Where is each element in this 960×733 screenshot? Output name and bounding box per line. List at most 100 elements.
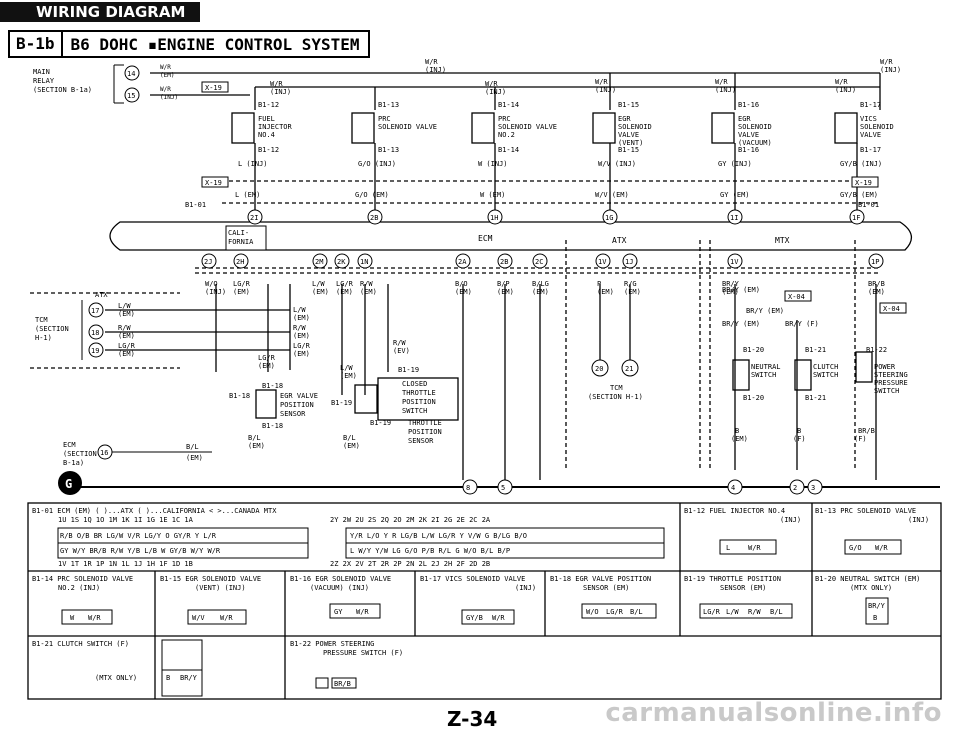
- component-wire: L (INJ): [238, 160, 268, 168]
- ecm-pin-bottom-2K-label: 2K: [337, 258, 346, 266]
- svg-text:5: 5: [501, 484, 505, 492]
- switch-name: SWITCH: [751, 371, 776, 379]
- lower-wire-color: R/W: [293, 324, 306, 332]
- top-wire-note: (INJ): [485, 88, 506, 96]
- component-name: VICS: [860, 115, 877, 123]
- svg-text:W/O: W/O: [586, 608, 599, 616]
- svg-text:8: 8: [466, 484, 470, 492]
- svg-text:BR/Y: BR/Y: [868, 602, 886, 610]
- svg-text:B1-16 EGR SOLENOID VALVE: B1-16 EGR SOLENOID VALVE: [290, 575, 391, 583]
- svg-text:H-1): H-1): [35, 334, 52, 342]
- tcm-pin-18: [88, 324, 104, 340]
- ecm-pin-bottom-1P: [868, 253, 884, 269]
- component-id-bottom: B1-17: [860, 146, 881, 154]
- svg-text:BR/B: BR/B: [334, 680, 351, 688]
- lower-wire-note: (EM): [343, 442, 360, 450]
- connector-b101: B1-01: [185, 201, 206, 209]
- mid-wire-color: B/O: [455, 280, 468, 288]
- ecm-pin-1F-label: 1F: [852, 214, 860, 222]
- component-wire: W (INJ): [478, 160, 508, 168]
- ecm-block: CALI- FORNIA ECM ATX MTX: [225, 225, 790, 251]
- top-wire-color: W/R: [425, 58, 438, 66]
- ecm-pin-bottom-1N-label: 1N: [360, 258, 368, 266]
- svg-text:GY/B: GY/B: [466, 614, 483, 622]
- svg-text:B1-21 CLUTCH SWITCH (F): B1-21 CLUTCH SWITCH (F): [32, 640, 129, 648]
- switch-name: SWITCH: [874, 387, 899, 395]
- svg-text:16: 16: [100, 449, 108, 457]
- mid-wire-note: (EM): [233, 288, 250, 296]
- svg-text:B1-18: B1-18: [262, 382, 283, 390]
- component-name: SOLENOID: [738, 123, 772, 131]
- svg-text:G/O: G/O: [849, 544, 862, 552]
- lower-wire-color: B/L: [248, 434, 261, 442]
- lower-wire-note: (EM): [293, 350, 310, 358]
- lower-wire-note: (EM): [340, 372, 357, 380]
- connector-x19-top: X-19: [205, 84, 222, 92]
- svg-text:SENSOR: SENSOR: [408, 437, 434, 445]
- em-wire: GY/B (EM): [840, 191, 878, 199]
- ecm-pin-2B: [367, 209, 383, 225]
- component-id: B1-14: [498, 101, 519, 109]
- component-name: EGR: [618, 115, 631, 123]
- svg-text:(MTX ONLY): (MTX ONLY): [95, 674, 137, 682]
- svg-text:BR/Y (EM): BR/Y (EM): [722, 286, 760, 294]
- component-name: NO.2: [498, 131, 515, 139]
- ecm-pin-bottom-1V: [727, 253, 743, 269]
- mid-wire-note: (EM): [624, 288, 641, 296]
- svg-text:(SECTION: (SECTION: [63, 450, 97, 458]
- top-wire-note: (INJ): [595, 86, 616, 94]
- svg-text:BR/Y (F): BR/Y (F): [785, 320, 819, 328]
- ecm-pin-1I: [727, 209, 743, 225]
- tcm-pin-17-label: 17: [91, 307, 99, 315]
- section-id: B-1b: [10, 32, 63, 56]
- svg-text:W/R: W/R: [220, 614, 233, 622]
- tcm-left: ATX TCM (SECTION H-1) 17L/W(EM)18R/W(EM)…: [35, 291, 136, 360]
- svg-text:2: 2: [793, 484, 797, 492]
- main-relay: MAIN RELAY (SECTION B-1a) 14 15 W/R (EM)…: [33, 64, 178, 104]
- svg-text:B: B: [873, 614, 877, 622]
- switch-wire-note: (F): [793, 435, 806, 443]
- svg-text:MAIN: MAIN: [33, 68, 50, 76]
- component-name: NO.4: [258, 131, 275, 139]
- lower-wire-note: (EM): [248, 442, 265, 450]
- svg-text:(INJ): (INJ): [780, 516, 801, 524]
- component-id-bottom: B1-13: [378, 146, 399, 154]
- ecm-pin-bottom-2H: [233, 253, 249, 269]
- ecm-pin-1G-label: 1G: [605, 214, 613, 222]
- svg-text:B1-01 ECM (EM) ( )...ATX ( ): B1-01 ECM (EM) ( )...ATX ( )...CALIFORNI…: [32, 507, 277, 515]
- top-wire-color: W/R: [595, 78, 608, 86]
- watermark: carmanualsonline.info: [605, 698, 942, 728]
- switch-wire: BR/B: [858, 427, 875, 435]
- ecm-pin-1H: [487, 209, 503, 225]
- svg-text:POSITION: POSITION: [408, 428, 442, 436]
- egr-valve-position-sensor: B1-18 B1-18 EGR VALVE POSITION SENSOR B1…: [229, 382, 318, 430]
- svg-text:POSITION: POSITION: [280, 401, 314, 409]
- svg-text:B/L: B/L: [186, 443, 199, 451]
- component-wire: W/V (INJ): [598, 160, 636, 168]
- top-wire-note: (INJ): [425, 66, 446, 74]
- svg-text:LG/R: LG/R: [703, 608, 721, 616]
- tcm-wire-color: R/W: [118, 324, 131, 332]
- em-wire: L (EM): [235, 191, 260, 199]
- component-id-bottom: B1-14: [498, 146, 519, 154]
- component-name: INJECTOR: [258, 123, 293, 131]
- component-wire: G/O (INJ): [358, 160, 396, 168]
- switch-id: B1-21: [805, 346, 826, 354]
- em-wire: W (EM): [480, 191, 505, 199]
- mid-wire-labels: W/O(INJ)LG/R(EM)L/W(EM)LG/R(EM)R/W(EM)B/…: [205, 280, 885, 296]
- component-name: FUEL: [258, 115, 275, 123]
- em-wire: W/V (EM): [595, 191, 629, 199]
- mid-wire-note: (EM): [312, 288, 329, 296]
- ecm-pin-bottom-1V-label: 1V: [730, 258, 739, 266]
- switch-name: CLUTCH: [813, 363, 838, 371]
- mid-wire-color: BR/Y: [722, 280, 740, 288]
- switch-wire: B: [735, 427, 739, 435]
- component-name: (VENT): [618, 139, 643, 147]
- svg-text:BR/Y (EM): BR/Y (EM): [746, 307, 784, 315]
- svg-text:LG/R: LG/R: [606, 608, 624, 616]
- component-name: SOLENOID VALVE: [378, 123, 437, 131]
- lower-wire-labels: L/W(EM)R/W(EM)LG/R(EM)R/W(EV)LG/R(EM)L/W…: [248, 306, 410, 450]
- svg-text:B1-20 NEUTRAL SWITCH (EM): B1-20 NEUTRAL SWITCH (EM): [815, 575, 920, 583]
- component-name: SOLENOID: [618, 123, 652, 131]
